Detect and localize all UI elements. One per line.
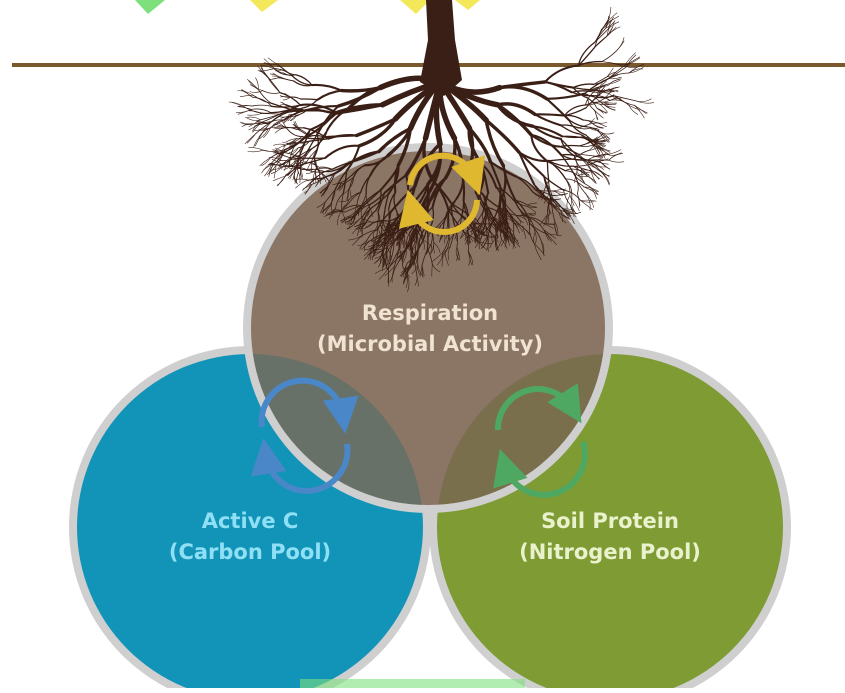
cycle-arrows-icon — [493, 383, 588, 498]
cycle-arrows-icon — [250, 377, 359, 494]
cycle-arrows-icon — [398, 152, 486, 235]
bottom-accent-shape — [300, 679, 525, 688]
active-c-label: Active C (Carbon Pool) — [130, 506, 370, 568]
active-c-subtitle: (Carbon Pool) — [168, 540, 332, 564]
respiration-subtitle: (Microbial Activity) — [317, 332, 543, 356]
soil-protein-subtitle: (Nitrogen Pool) — [519, 540, 701, 564]
soil-protein-label: Soil Protein (Nitrogen Pool) — [485, 506, 735, 568]
respiration-title: Respiration — [361, 301, 499, 325]
respiration-label: Respiration (Microbial Activity) — [280, 298, 580, 360]
top-accent-shapes — [135, 0, 480, 14]
soil-protein-title: Soil Protein — [541, 509, 679, 533]
active-c-title: Active C — [201, 509, 299, 533]
tree-roots-icon — [228, 0, 654, 293]
overlap-regions — [251, 354, 605, 505]
